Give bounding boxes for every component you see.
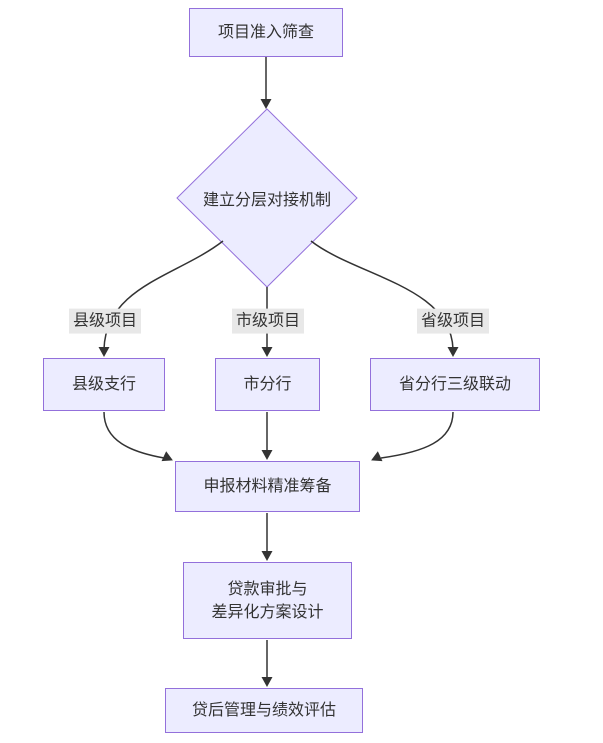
edge-county-to-materials [103, 411, 165, 459]
node-materials-preparation: 申报材料精准筹备 [175, 461, 360, 512]
arrowhead-icon [161, 451, 173, 462]
arrowhead-icon [260, 99, 272, 109]
edge-provincebranch-to-materials [380, 411, 454, 459]
arrowhead-icon [261, 347, 273, 357]
node-county-subbranch: 县级支行 [43, 358, 165, 411]
edge-label-county-project: 县级项目 [68, 308, 142, 334]
edge-label-city-project: 市级项目 [231, 308, 305, 334]
arrowhead-icon [98, 347, 110, 357]
arrowhead-icon [261, 677, 273, 687]
node-project-screening: 项目准入筛查 [189, 8, 343, 57]
node-decision-label: 建立分层对接机制 [202, 190, 331, 209]
arrowhead-icon [447, 347, 459, 357]
arrowhead-icon [261, 551, 273, 561]
node-province-branch-linkage: 省分行三级联动 [370, 358, 540, 411]
arrowhead-icon [371, 451, 383, 462]
edge-label-province-project: 省级项目 [416, 308, 490, 334]
node-loan-approval-design: 贷款审批与 差异化方案设计 [183, 562, 352, 639]
node-postloan-evaluation: 贷后管理与绩效评估 [165, 688, 363, 733]
arrowhead-icon [261, 450, 273, 460]
node-city-branch: 市分行 [215, 358, 320, 411]
